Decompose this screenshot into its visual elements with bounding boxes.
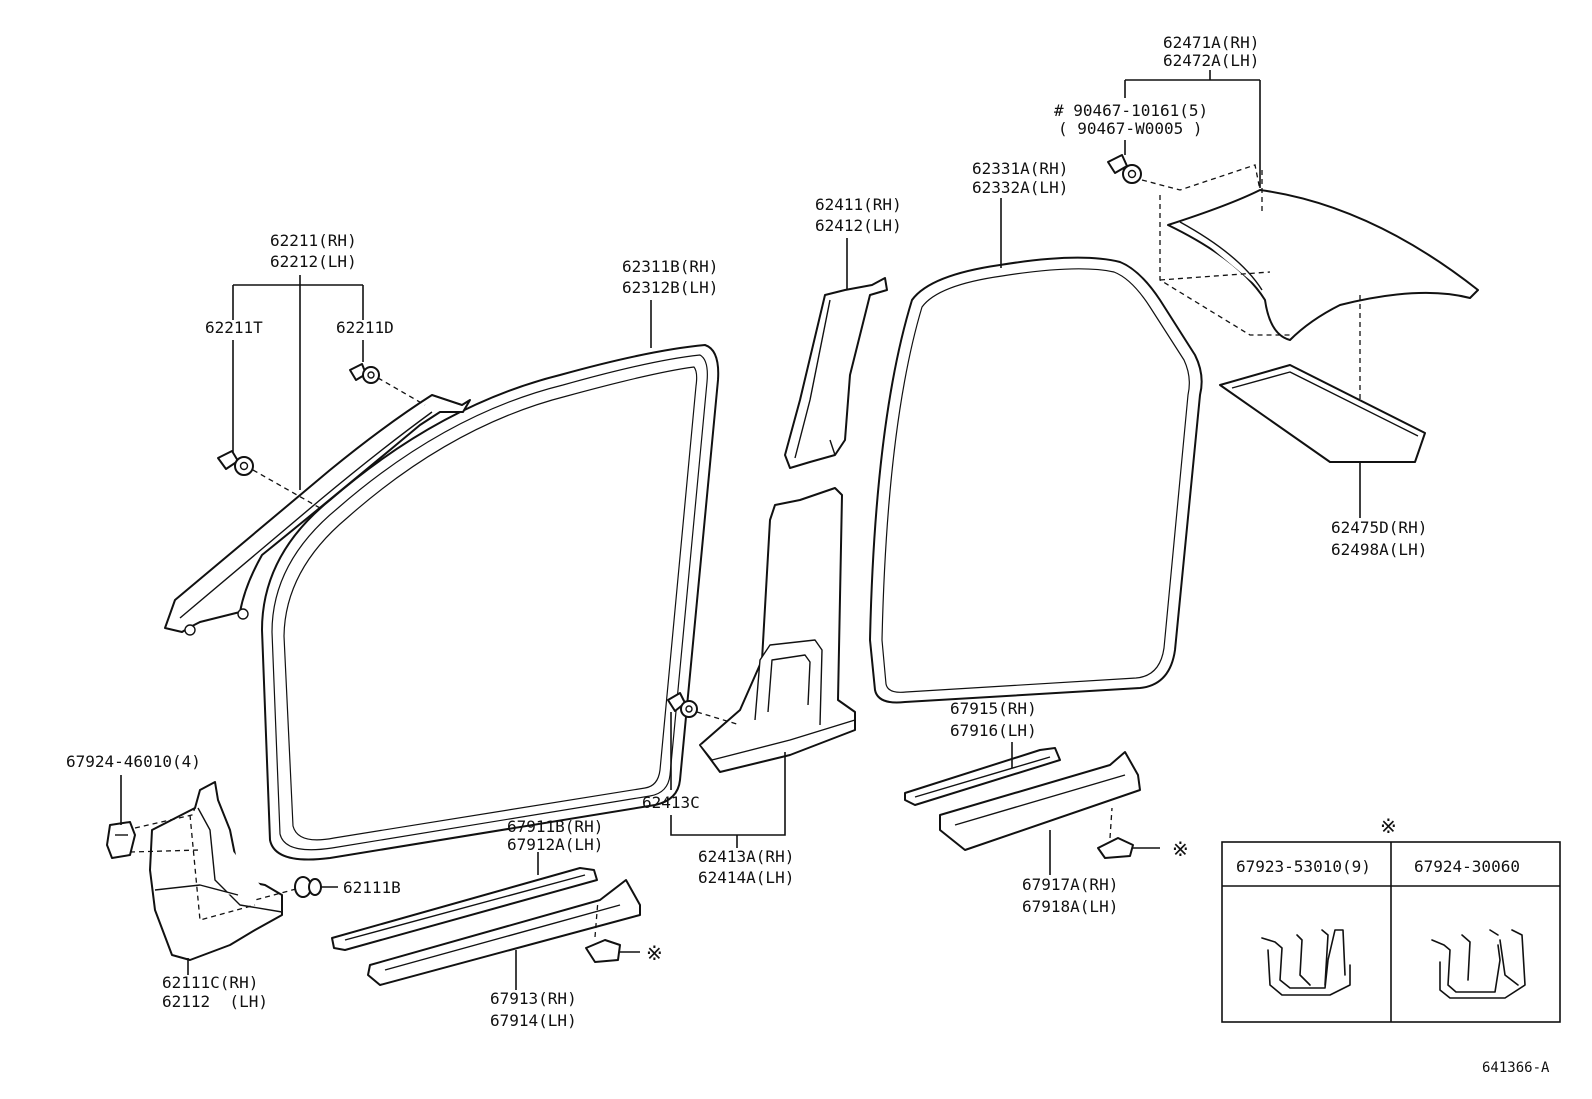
callout-62413C: 62413C bbox=[642, 793, 700, 812]
front-door-scuff-plate-upper[interactable] bbox=[331, 867, 598, 951]
note-symbol-rear-clip: ※ bbox=[1172, 837, 1189, 861]
callout-67914: 67914(LH) bbox=[490, 1011, 577, 1030]
diagram-id: 641366-A bbox=[1482, 1060, 1550, 1076]
callout-62111B: 62111B bbox=[343, 878, 401, 897]
clip-62111B-icon bbox=[294, 876, 322, 898]
clip-rear-scuff-icon bbox=[1097, 837, 1134, 859]
callout-62332A: 62332A(LH) bbox=[972, 178, 1068, 197]
callout-62414A: 62414A(LH) bbox=[698, 868, 794, 887]
note-symbol-table: ※ bbox=[1380, 814, 1397, 838]
front-door-scuff-plate-lower[interactable] bbox=[367, 879, 641, 986]
callout-62475D: 62475D(RH) bbox=[1331, 518, 1427, 537]
callout-62411: 62411(RH) bbox=[815, 195, 902, 214]
front-pillar-garnish[interactable] bbox=[164, 394, 471, 636]
callout-67916: 67916(LH) bbox=[950, 721, 1037, 740]
callout-62111C: 62111C(RH) bbox=[162, 973, 258, 992]
callout-62331A: 62331A(RH) bbox=[972, 159, 1068, 178]
clip-reference-table: 67923-53010(9) 67924-30060 bbox=[1221, 841, 1561, 1023]
clip-90467-icon bbox=[1107, 154, 1142, 184]
cowl-side-trim[interactable] bbox=[149, 781, 283, 961]
clip-67923-53010-icon bbox=[1261, 929, 1351, 996]
note-symbol-front-clip: ※ bbox=[646, 941, 663, 965]
callout-67913: 67913(RH) bbox=[490, 989, 577, 1008]
callout-62471A: 62471A(RH) bbox=[1163, 33, 1259, 52]
rear-pad[interactable] bbox=[1219, 364, 1426, 463]
clip-62211D-icon bbox=[349, 363, 380, 384]
callout-67917A: 67917A(RH) bbox=[1022, 875, 1118, 894]
callout-62211D: 62211D bbox=[336, 318, 394, 337]
callout-62211T: 62211T bbox=[205, 318, 263, 337]
leader-lines bbox=[120, 70, 1361, 990]
table-header-67923: 67923-53010(9) bbox=[1236, 857, 1371, 876]
callout-62472A: 62472A(LH) bbox=[1163, 51, 1259, 70]
dashed-guide-lines bbox=[129, 164, 1361, 938]
rear-door-weatherstrip[interactable] bbox=[869, 256, 1203, 704]
callout-62413A: 62413A(RH) bbox=[698, 847, 794, 866]
callout-67924-46010: 67924-46010(4) bbox=[66, 752, 201, 771]
clip-62211T-icon bbox=[217, 450, 254, 476]
table-header-67924: 67924-30060 bbox=[1414, 857, 1520, 876]
roof-side-garnish[interactable] bbox=[1167, 189, 1479, 341]
callout-62412: 62412(LH) bbox=[815, 216, 902, 235]
clip-67924-46010-icon bbox=[106, 821, 136, 859]
clip-front-scuff-icon bbox=[585, 939, 621, 963]
callout-62311B: 62311B(RH) bbox=[622, 257, 718, 276]
clip-67924-30060-icon bbox=[1431, 929, 1526, 999]
callout-90467-W0005: ( 90467-W0005 ) bbox=[1058, 119, 1203, 138]
callout-67918A: 67918A(LH) bbox=[1022, 897, 1118, 916]
callout-67911B: 67911B(RH) bbox=[507, 817, 603, 836]
center-pillar-lower-garnish[interactable] bbox=[699, 487, 856, 773]
callout-62312B: 62312B(LH) bbox=[622, 278, 718, 297]
callout-labels: 62471A(RH) 62472A(LH) # 90467-10161(5) (… bbox=[66, 33, 1427, 1030]
rear-door-scuff-plate-upper[interactable] bbox=[904, 747, 1061, 806]
callout-62212: 62212(LH) bbox=[270, 252, 357, 271]
callout-67915: 67915(RH) bbox=[950, 699, 1037, 718]
callout-90467-10161: # 90467-10161(5) bbox=[1054, 101, 1208, 120]
clip-62413C-icon bbox=[667, 692, 698, 718]
front-door-weatherstrip[interactable] bbox=[261, 344, 720, 861]
callout-67912A: 67912A(LH) bbox=[507, 835, 603, 854]
center-pillar-upper-garnish[interactable] bbox=[784, 277, 888, 469]
callout-62112: 62112 (LH) bbox=[162, 992, 268, 1011]
callout-62498A: 62498A(LH) bbox=[1331, 540, 1427, 559]
callout-62211: 62211(RH) bbox=[270, 231, 357, 250]
rear-door-scuff-plate-lower[interactable] bbox=[939, 751, 1141, 851]
